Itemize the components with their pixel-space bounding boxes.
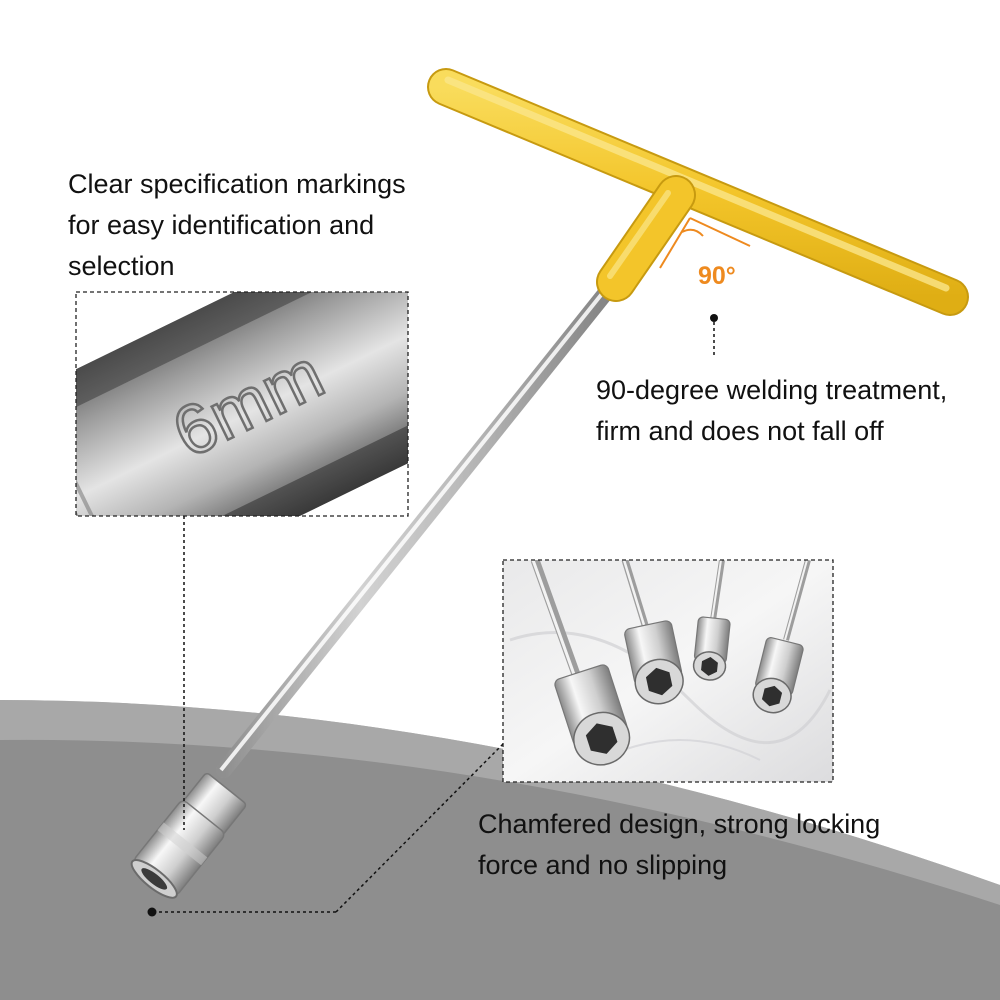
chamfer-leader (147, 743, 504, 917)
chamfer-caption: Chamfered design, strong locking force a… (478, 804, 880, 886)
markings-caption-line: Clear specification markings (68, 169, 406, 199)
wrench-handle (427, 68, 969, 316)
welding-caption-line: 90-degree welding treatment, (596, 375, 948, 405)
chamfer-caption-line: force and no slipping (478, 850, 728, 880)
sockets-photo (502, 559, 834, 783)
welding-leader (710, 314, 718, 356)
markings-caption: Clear specification markings for easy id… (68, 164, 406, 287)
background-swoosh (0, 700, 1000, 1000)
angle-indicator (659, 217, 751, 269)
markings-caption-line: for easy identification and (68, 210, 375, 240)
markings-caption-line: selection (68, 251, 175, 281)
angle-label: 90° (698, 262, 736, 290)
welding-caption: 90-degree welding treatment, firm and do… (596, 370, 947, 452)
chamfer-caption-line: Chamfered design, strong locking (478, 809, 881, 839)
background-swoosh-highlight (0, 700, 1000, 905)
markings-closeup: 6mm (75, 291, 409, 517)
t-handle-wrench (130, 68, 969, 899)
welding-caption-line: firm and does not fall off (596, 416, 884, 446)
wrench-shaft (216, 277, 620, 778)
wrench-socket (130, 772, 247, 899)
